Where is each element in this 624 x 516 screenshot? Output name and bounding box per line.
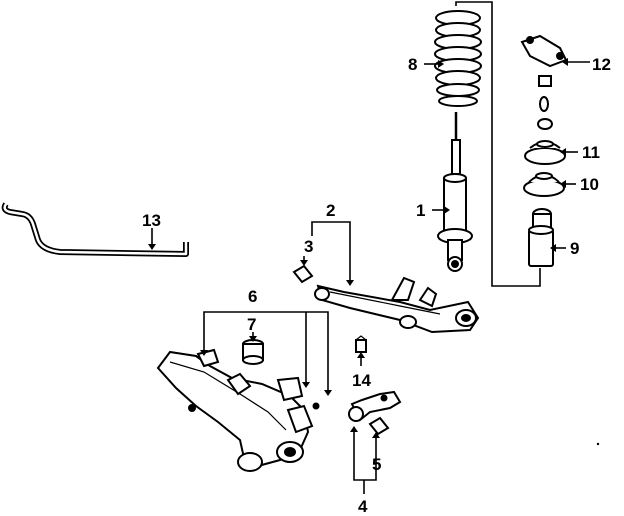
stray-dot (596, 442, 600, 446)
callout-labels: 8 1 12 11 10 9 13 2 3 6 7 14 5 4 (142, 55, 611, 516)
spring-seat-upper (524, 140, 566, 165)
crossmember-bushing (242, 339, 264, 365)
callout-1: 1 (416, 201, 425, 220)
mount-bushing (537, 118, 553, 130)
upper-mount (520, 34, 568, 68)
callout-11: 11 (582, 143, 600, 162)
coil-spring (434, 10, 482, 107)
lateral-link-bracket (348, 390, 402, 422)
crossmember (156, 348, 320, 472)
stabilizer-bar (1, 202, 189, 257)
callout-12: 12 (592, 55, 611, 74)
callout-9: 9 (570, 239, 579, 258)
mounting-bolt (355, 335, 367, 353)
lateral-link-bushing (368, 416, 390, 436)
callout-6: 6 (248, 287, 257, 306)
callout-14: 14 (352, 371, 371, 390)
callout-2: 2 (326, 201, 335, 220)
mount-nut (538, 75, 552, 87)
callout-13: 13 (142, 211, 161, 230)
spring-seat-lower (523, 172, 565, 197)
trailing-arm (314, 276, 480, 334)
callout-3: 3 (304, 237, 313, 256)
mount-washer (539, 96, 549, 112)
bump-stop (528, 208, 554, 267)
callout-7: 7 (247, 315, 256, 334)
shock-absorber (437, 112, 473, 272)
callout-10: 10 (580, 175, 599, 194)
callout-5: 5 (372, 455, 381, 474)
callout-4: 4 (358, 497, 368, 516)
leader-lines (148, 1, 590, 494)
callout-8: 8 (408, 55, 417, 74)
arm-bushing (292, 264, 314, 284)
